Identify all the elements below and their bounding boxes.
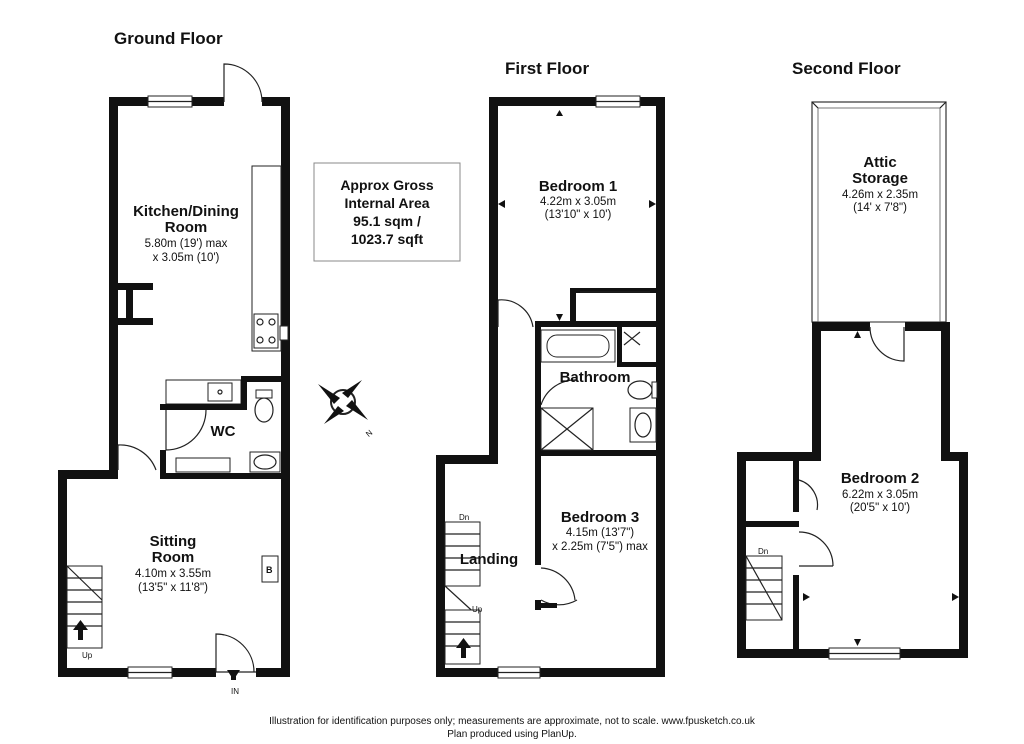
first-stairs-dn-label: Dn (459, 513, 469, 522)
kitchen-sink (207, 382, 233, 402)
bedroom1-dim-2: (13'10" x 10') (545, 209, 612, 221)
wc-door (165, 409, 207, 451)
bedroom1-dim-1: 4.22m x 3.05m (540, 196, 616, 208)
landing-name: Landing (460, 551, 518, 568)
footer-disclaimer: Illustration for identification purposes… (269, 716, 755, 727)
wc-toilet (254, 397, 274, 423)
first-stairs (444, 521, 481, 665)
sitting-dim-2: (13'5" x 11'8") (138, 582, 208, 594)
ground-wall-left-lower (58, 470, 67, 677)
wc-name: WC (211, 423, 236, 440)
hob (253, 313, 279, 349)
bedroom3-dim-1: 4.15m (13'7") (566, 527, 634, 539)
area-line-4: 1023.7 sqft (351, 231, 424, 247)
area-box: Approx Gross Internal Area 95.1 sqm / 10… (313, 162, 461, 262)
second-floor: Second Floor (737, 59, 968, 660)
sitting-name-2: Room (152, 549, 195, 566)
sitting-name-1: Sitting (150, 533, 197, 550)
front-door-in-label: IN (231, 687, 239, 696)
kitchen-dim-1: 5.80m (19') max (145, 238, 228, 250)
attic-dim-2: (14' x 7'8") (853, 202, 907, 214)
ground-wall-bottom-right (256, 668, 290, 677)
ground-wall-step (58, 470, 118, 479)
bedroom3-name: Bedroom 3 (561, 509, 639, 526)
ground-stairs-up-label: Up (82, 651, 93, 660)
attic-name-2: Storage (852, 170, 908, 187)
ground-floor: Ground Floor (58, 29, 290, 696)
ground-wall-top-right (262, 97, 290, 106)
first-floor-title: First Floor (505, 59, 589, 78)
compass-north-label: N (364, 428, 374, 439)
front-door[interactable] (215, 633, 255, 673)
ground-floor-title: Ground Floor (114, 29, 223, 48)
sitting-dim-1: 4.10m x 3.55m (135, 568, 211, 580)
first-stairs-up-label: Up (472, 605, 483, 614)
ground-stairs (66, 565, 103, 649)
bedroom2-name: Bedroom 2 (841, 470, 919, 487)
bedroom3-dim-2: x 2.25m (7'5") max (552, 541, 648, 553)
second-stairs-dn-label: Dn (758, 547, 768, 556)
footer-credit: Plan produced using PlanUp. (447, 729, 577, 740)
area-line-3: 95.1 sqm / (353, 213, 421, 229)
bath-toilet (627, 380, 653, 400)
boiler-label: B (266, 565, 273, 575)
kitchen-name-1: Kitchen/Dining (133, 203, 239, 220)
back-door (223, 63, 263, 103)
kitchen-name-2: Room (165, 219, 208, 236)
bedroom2-dim-1: 6.22m x 3.05m (842, 489, 918, 501)
second-stairs (745, 555, 783, 621)
area-line-1: Approx Gross (340, 177, 434, 193)
bedroom2-dim-2: (20'5" x 10') (850, 502, 910, 514)
attic-name-1: Attic (863, 154, 896, 171)
first-floor: First Floor (436, 59, 665, 679)
compass-icon: N (318, 380, 375, 439)
kitchen-dim-2: x 3.05m (10') (153, 252, 220, 264)
second-floor-title: Second Floor (792, 59, 901, 78)
bedroom1-name: Bedroom 1 (539, 178, 617, 195)
bathroom-name: Bathroom (560, 369, 631, 386)
attic-dim-1: 4.26m x 2.35m (842, 189, 918, 201)
ground-wall-right (281, 97, 290, 677)
bath-basin (629, 407, 657, 443)
area-line-2: Internal Area (344, 195, 429, 211)
boiler (261, 555, 279, 583)
